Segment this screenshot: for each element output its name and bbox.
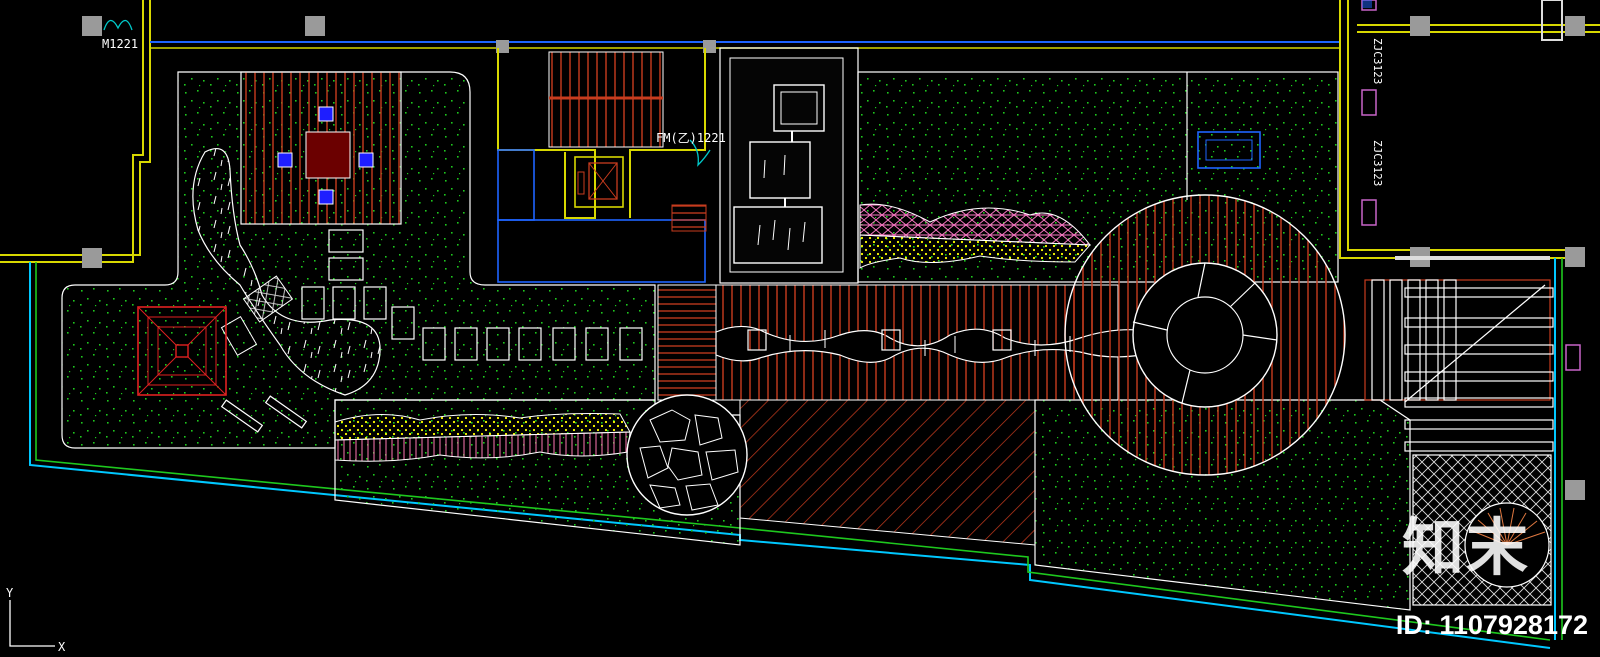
water-feature [719,47,859,284]
window-frame [1541,0,1563,41]
stairwell [497,48,707,283]
watermark-logo: 知末 [1401,511,1530,584]
flower-bed-left [334,413,631,462]
gravel-path [192,148,381,396]
stone-circle [626,394,748,516]
window-label-mid: ZJC3123 [1371,140,1384,186]
door-label-m1221: M1221 [102,37,138,51]
circular-plaza [1064,194,1346,476]
stepping-stones [301,229,643,361]
fan-stair [1464,502,1550,588]
main-deck [657,284,1141,546]
planter-box [1197,131,1261,169]
window-label-top: ZJC3123 [1371,38,1384,84]
column-markers [82,16,1585,500]
axis-x-label: X [58,640,66,654]
tea-deck [240,71,402,225]
ucs-axis-icon: Y X [6,586,66,654]
axis-y-label: Y [6,586,14,600]
flower-bed-right [859,203,1092,269]
bench-icon [220,395,308,433]
door-swing-icon [103,19,711,167]
elevator-icon [574,156,624,208]
pavilion-icon [137,306,227,396]
door-label-fm1221: FM(乙)1221 [656,131,726,145]
watermark-id: ID: 1107928172 [1395,610,1588,640]
